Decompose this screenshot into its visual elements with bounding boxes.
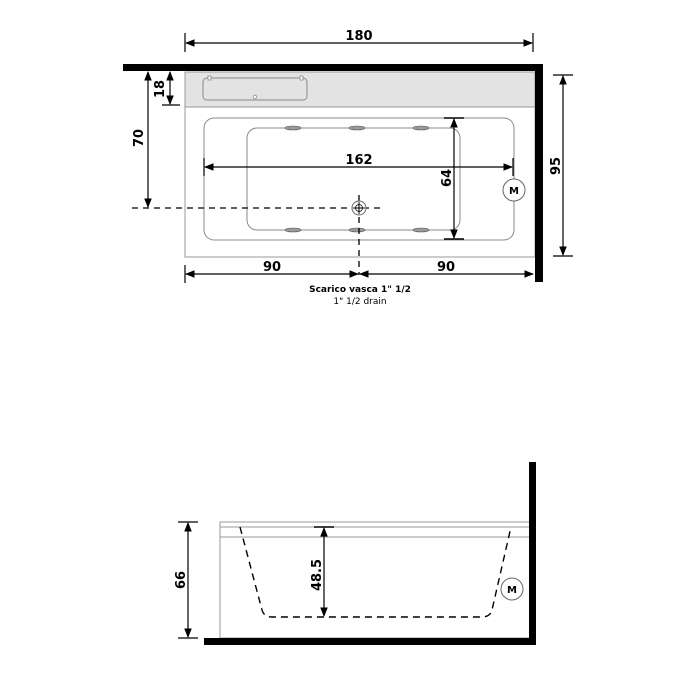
drain-caption-it: Scarico vasca 1" 1/2	[309, 285, 411, 295]
wall-top	[123, 64, 543, 71]
drain-caption-en: 1" 1/2 drain	[333, 297, 386, 307]
motor-icon: M	[500, 577, 524, 601]
jet-icon	[412, 227, 430, 233]
panel-pin	[299, 75, 304, 81]
jet-icon	[412, 125, 430, 131]
panel-pin	[207, 75, 212, 81]
tub-side-outline	[219, 521, 533, 639]
svg-text:M: M	[509, 186, 519, 197]
floor	[204, 638, 536, 645]
dim-inner-width: 64	[440, 169, 455, 187]
dim-overall-length: 180	[345, 29, 372, 44]
jet-icon	[348, 125, 366, 131]
jets	[284, 125, 430, 233]
dim-drain-right: 90	[437, 260, 455, 275]
dim-drain-offset: 70	[132, 129, 147, 147]
control-panel	[202, 77, 308, 101]
svg-text:M: M	[507, 585, 517, 596]
dim-drain-left: 90	[263, 260, 281, 275]
dim-inner-length: 162	[345, 153, 372, 168]
motor-icon: M	[502, 178, 526, 202]
jet-icon	[284, 227, 302, 233]
plan-view: 180 18 70 162 64 M	[123, 29, 573, 307]
dim-inner-depth: 48.5	[310, 559, 325, 591]
jet-icon	[284, 125, 302, 131]
basin-profile	[239, 526, 512, 618]
jet-icon	[348, 227, 366, 233]
dim-overall-width: 95	[549, 157, 564, 175]
dim-deck-depth: 18	[153, 80, 168, 98]
wall-right-side	[529, 462, 536, 645]
dim-overall-height: 66	[174, 571, 189, 589]
side-view: 66 48.5 M	[174, 462, 536, 645]
panel-button	[252, 94, 258, 100]
drain-icon	[351, 200, 367, 216]
deck-strip	[184, 71, 536, 108]
wall-right	[535, 64, 543, 282]
